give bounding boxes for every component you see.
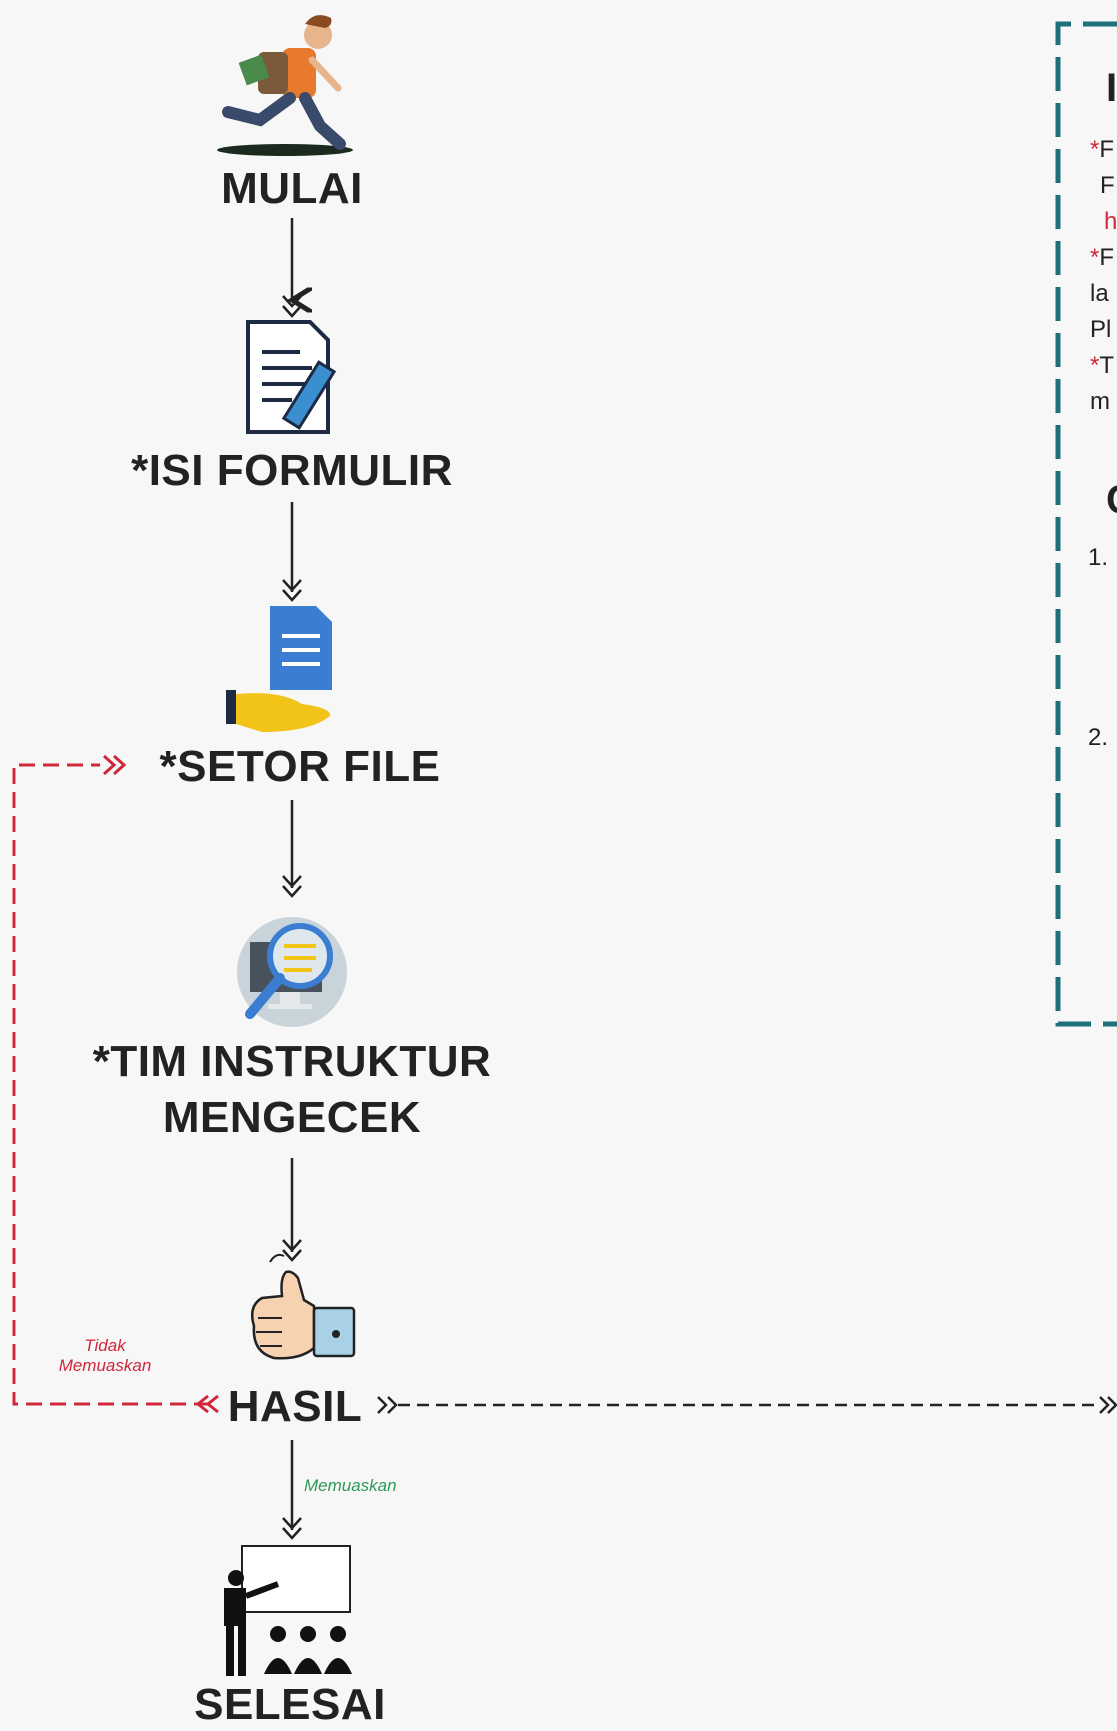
form-document-icon (246, 320, 337, 434)
unsatisfied-feedback-edge (12, 754, 219, 1414)
step-result-label: HASIL (227, 1382, 363, 1431)
satisfied-note: Memuaskan (304, 1476, 397, 1495)
info-line1: *F (1090, 136, 1114, 164)
info-line1-star: * (1090, 136, 1100, 163)
info-item2: 2. (1088, 724, 1109, 751)
info-heading-fragment: I (1106, 66, 1117, 110)
step-form-label: *ISI FORMULIR (131, 446, 453, 495)
unsatisfied-line2: Memuaskan (58, 1356, 152, 1375)
step-submit-label: *SETOR FILE (159, 742, 441, 791)
hand-document-icon (226, 606, 332, 732)
presenter-audience-icon (224, 1545, 352, 1676)
info-box-border (1055, 21, 1117, 1027)
thumbs-up-icon (251, 1253, 356, 1360)
info-line2: F (1100, 172, 1115, 199)
info-line5: la (1090, 280, 1109, 307)
step-check-line1: *TIM INSTRUKTUR (92, 1037, 492, 1086)
magnifier-monitor-icon (237, 917, 347, 1027)
info-line6: Pl (1090, 316, 1112, 343)
step-finish-label: SELESAI (194, 1680, 386, 1729)
unsatisfied-line1: Tidak (84, 1336, 126, 1355)
running-person-icon (217, 15, 353, 156)
info-line3: h (1104, 208, 1117, 235)
result-output-edge (377, 1396, 1117, 1414)
info-line8: m (1090, 388, 1110, 415)
unsatisfied-note: Tidak Memuaskan (40, 1336, 170, 1376)
info-line4-text: F (1099, 244, 1115, 271)
step-check-line2: MENGECEK (162, 1093, 422, 1142)
info-line7-star: * (1090, 352, 1100, 379)
info-item1: 1. (1088, 544, 1109, 571)
info-line4-star: * (1090, 244, 1100, 271)
info-line7-text: T (1099, 352, 1115, 379)
step-start-label: MULAI (221, 164, 363, 213)
step-check-label: *TIM INSTRUKTUR MENGECEK (62, 1034, 522, 1146)
info-line7: *T (1090, 352, 1114, 380)
info-line4: *F (1090, 244, 1114, 272)
info-heading2-fragment: C (1106, 478, 1117, 523)
info-line1-text: F (1099, 136, 1115, 163)
